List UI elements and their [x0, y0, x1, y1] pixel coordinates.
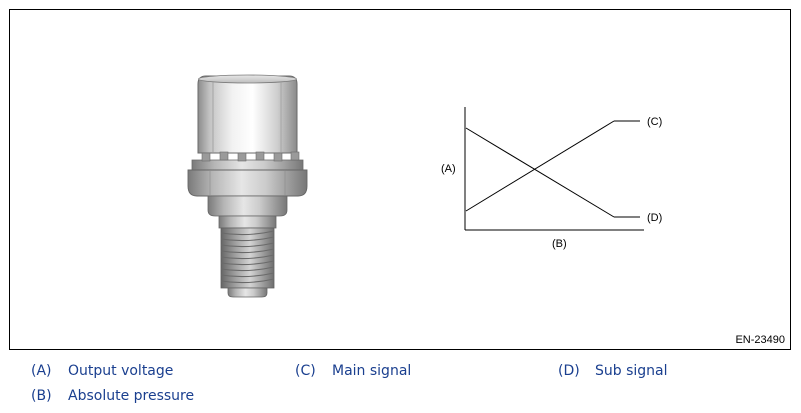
legend-key: (D) — [558, 363, 580, 379]
legend-item-main-signal: (C) Main signal — [295, 363, 411, 379]
sub-signal-line — [465, 127, 615, 218]
main-signal-line — [465, 120, 615, 212]
figure-code: EN-23490 — [735, 334, 785, 346]
legend-key: (B) — [31, 388, 52, 404]
label-d: (D) — [647, 212, 662, 224]
label-b: (B) — [552, 238, 567, 250]
legend-item-output-voltage: (A) Output voltage — [31, 363, 173, 379]
label-a: (A) — [441, 163, 456, 175]
legend-text: Sub signal — [595, 363, 668, 379]
legend-key: (A) — [31, 363, 52, 379]
legend-text: Main signal — [332, 363, 412, 379]
figure-svg: (A) (B) (C) (D) — [187, 74, 662, 298]
legend-key: (C) — [295, 363, 316, 379]
figure-frame: (A) (B) (C) (D) EN-23490 — [9, 9, 791, 350]
legend-item-sub-signal: (D) Sub signal — [558, 363, 668, 379]
legend-item-absolute-pressure: (B) Absolute pressure — [31, 388, 194, 404]
pressure-sensor-illustration — [187, 74, 308, 298]
legend-text: Output voltage — [68, 363, 174, 379]
legend-text: Absolute pressure — [68, 388, 195, 404]
signal-graph: (A) (B) (C) (D) — [441, 107, 662, 250]
label-c: (C) — [647, 116, 662, 128]
